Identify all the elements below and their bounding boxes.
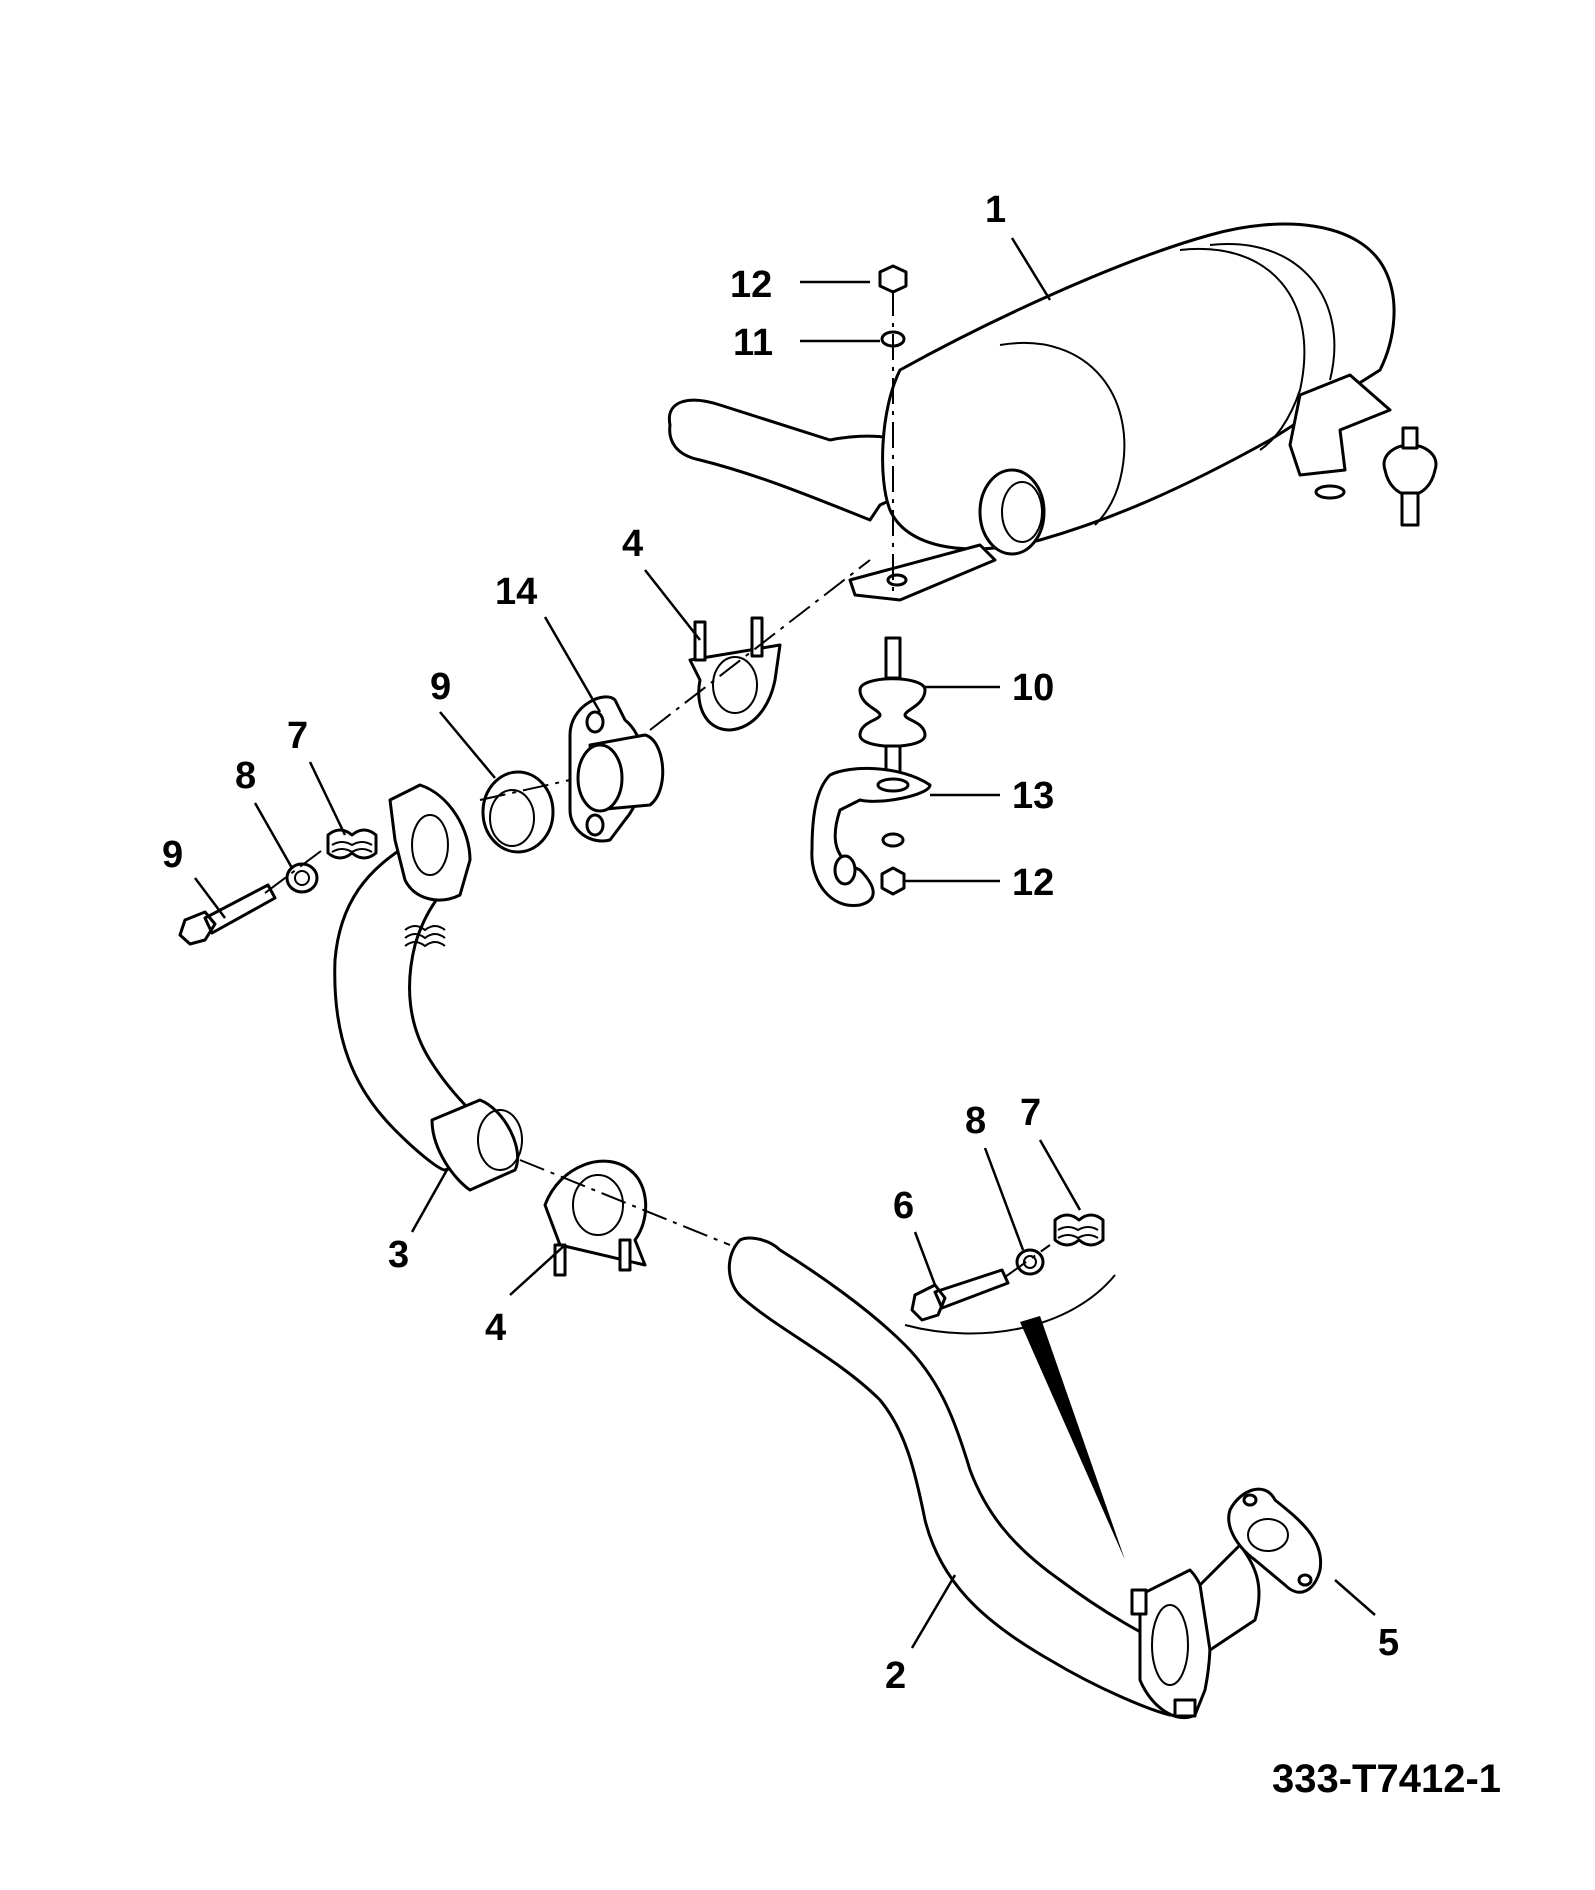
engine-flange-gasket-part	[1227, 1487, 1323, 1594]
callout-1: 1	[985, 189, 1006, 231]
upper-axis-line	[649, 559, 871, 731]
callout-7-upper: 7	[287, 715, 308, 757]
callout-11: 11	[733, 322, 773, 364]
leader-lines	[194, 237, 1376, 1649]
callout-2: 2	[885, 1655, 906, 1697]
callout-3: 3	[388, 1234, 409, 1276]
flange-part	[568, 695, 665, 843]
washer-bottom-part	[881, 832, 905, 848]
callout-4-lower: 4	[485, 1307, 506, 1349]
callout-5: 5	[1378, 1622, 1399, 1664]
callout-8-lower: 8	[965, 1100, 986, 1142]
hanger-mount-stack	[810, 264, 932, 907]
nut-top-part	[878, 264, 908, 294]
flange-axis-line	[479, 779, 571, 801]
intermediate-pipe-part	[333, 783, 523, 1192]
washer-lower-part	[1015, 1248, 1045, 1276]
clamp-lower-part	[543, 1159, 648, 1277]
callout-14: 14	[495, 571, 537, 613]
bolt-lower-part	[910, 1268, 1010, 1322]
callout-7-lower: 7	[1020, 1092, 1041, 1134]
clamp-upper-part	[688, 616, 782, 732]
detail-pointer	[1020, 1316, 1125, 1560]
bolt-upper-part	[178, 883, 277, 946]
callout-6: 6	[893, 1185, 914, 1227]
callout-13: 13	[1012, 775, 1054, 817]
callout-10: 10	[1012, 667, 1054, 709]
sealing-ring-part	[481, 770, 555, 854]
callout-12-bottom: 12	[1012, 862, 1054, 904]
callout-8-upper: 8	[235, 755, 256, 797]
hanger-bracket-part	[810, 767, 932, 907]
front-pipe-part	[727, 1236, 1261, 1720]
rubber-isolator-part	[858, 677, 927, 748]
lower-bolt-set	[910, 1213, 1105, 1322]
callout-9-bolt: 9	[162, 834, 183, 876]
drawing-number: 333-T7412-1	[1272, 1757, 1501, 1801]
upper-bolt-set	[178, 828, 378, 946]
bolt-axis-line-lower	[1004, 1244, 1051, 1278]
callout-12-top: 12	[730, 264, 772, 306]
lower-axis-line	[519, 1159, 731, 1246]
callout-9-ring: 9	[430, 666, 451, 708]
callout-4-upper: 4	[622, 523, 643, 565]
bolt-axis-line-upper	[264, 847, 326, 894]
detail-circle-arc	[904, 1274, 1116, 1335]
muffler-part	[667, 222, 1438, 602]
nut-bottom-part	[880, 866, 906, 896]
